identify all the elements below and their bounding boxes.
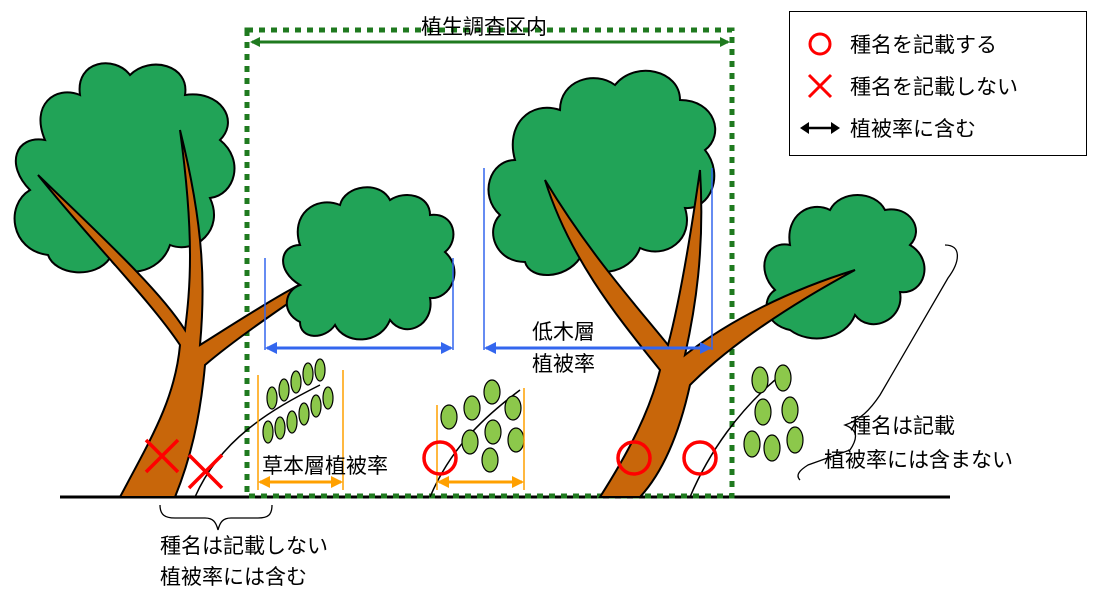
double-arrow-icon xyxy=(790,121,850,135)
tree-right-large-foliage xyxy=(487,69,717,276)
outside-left-label-line2: 植被率には含む xyxy=(160,565,307,589)
tree-left-large xyxy=(13,62,361,498)
shrub-cover-markers xyxy=(264,168,713,354)
herb-clover-middle xyxy=(429,379,525,498)
outside-right-label-line2: 植被率には含まない xyxy=(824,448,1013,472)
tree-right-large-foliage-2 xyxy=(763,194,926,340)
outside-right-label-line1: 種名は記載 xyxy=(850,414,955,438)
tree-right-large-trunk xyxy=(544,169,856,498)
tree-left-large-foliage xyxy=(13,62,236,274)
shrub-cover-label-line2: 植被率 xyxy=(532,352,595,376)
shrub-cover-label-line1: 低木層 xyxy=(532,320,595,344)
legend-item-record: 種名を記載する xyxy=(790,26,997,62)
bottom-brace xyxy=(159,504,273,531)
survey-area-label: 植生調査区内 xyxy=(421,15,547,39)
herb-cover-label: 草本層植被率 xyxy=(262,454,388,478)
tree-left-large-trunk xyxy=(37,129,361,498)
legend-item-cover: 植被率に含む xyxy=(790,110,976,146)
legend: 種名を記載する 種名を記載しない 植被率に含む xyxy=(789,11,1087,156)
survey-area-border xyxy=(244,27,735,499)
markers xyxy=(144,438,718,490)
small-tree-canopy xyxy=(282,186,456,341)
legend-label-record: 種名を記載する xyxy=(850,33,997,57)
herb-clover-right xyxy=(689,364,804,498)
cross-marker-1 xyxy=(144,438,180,474)
legend-label-no-record: 種名を記載しない xyxy=(850,75,1018,99)
herb-fern xyxy=(194,358,334,498)
right-brace xyxy=(797,244,959,481)
circle-marker-2 xyxy=(616,440,652,476)
tree-right-large xyxy=(487,69,926,498)
outside-left-label-line1: 種名は記載しない xyxy=(160,534,328,558)
circle-icon xyxy=(790,32,850,56)
circle-marker-3 xyxy=(682,440,718,476)
circle-marker-1 xyxy=(422,440,458,476)
legend-item-no-record: 種名を記載しない xyxy=(790,68,1018,104)
cross-marker-2 xyxy=(187,453,224,490)
herb-cover-markers xyxy=(257,370,525,490)
legend-label-cover: 植被率に含む xyxy=(850,117,976,141)
cross-icon xyxy=(790,73,850,99)
